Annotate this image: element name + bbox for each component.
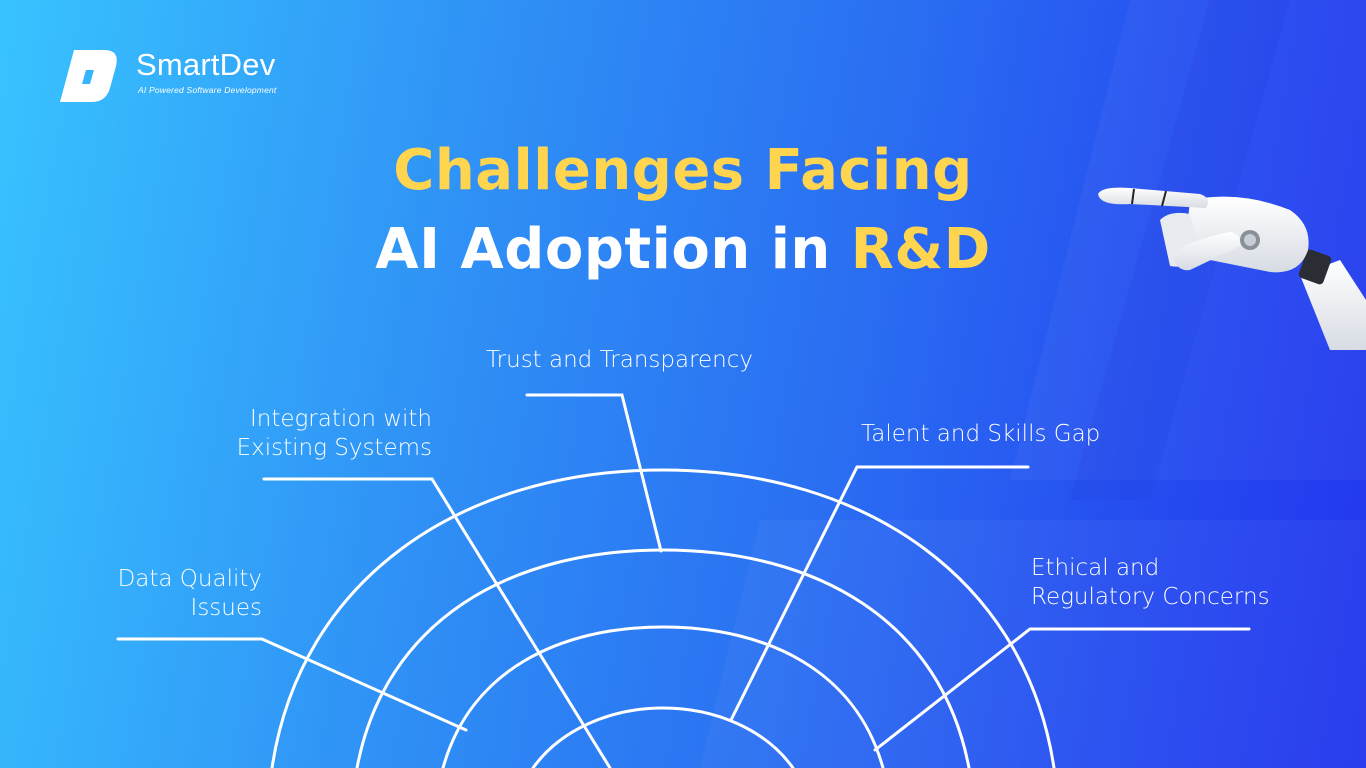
title-highlight: R&D <box>850 217 991 282</box>
arc-3 <box>441 625 885 768</box>
connector-talent <box>729 465 1030 722</box>
robot-hand-pointing-icon <box>1098 187 1366 350</box>
connector-ethical <box>873 627 1251 752</box>
title-line-2-prefix: AI Adoption in <box>375 217 831 282</box>
arc-inner <box>531 706 795 768</box>
brand-logo: SmartDev AI Powered Software Development <box>58 48 277 104</box>
label-integration: Integration with Existing Systems <box>236 406 432 461</box>
connector-integration <box>262 477 612 768</box>
connector-trust <box>525 393 663 553</box>
label-data-quality: Data Quality Issues <box>117 566 262 621</box>
smartdev-d-logo-icon <box>60 50 117 102</box>
brand-tagline: AI Powered Software Development <box>138 85 277 95</box>
arc-2 <box>355 548 971 768</box>
page-title: Challenges Facing AI Adoption in R&D <box>0 134 1366 292</box>
label-trust: Trust and Transparency <box>486 347 754 373</box>
label-ethical: Ethical and Regulatory Concerns <box>1031 555 1270 610</box>
title-line-2: AI Adoption in R&D <box>0 208 1366 292</box>
brand-name: SmartDev <box>136 47 276 82</box>
connector-data-quality <box>116 637 468 732</box>
label-talent: Talent and Skills Gap <box>861 421 1101 447</box>
title-line-1: Challenges Facing <box>393 138 973 203</box>
arc-outer <box>270 468 1056 768</box>
